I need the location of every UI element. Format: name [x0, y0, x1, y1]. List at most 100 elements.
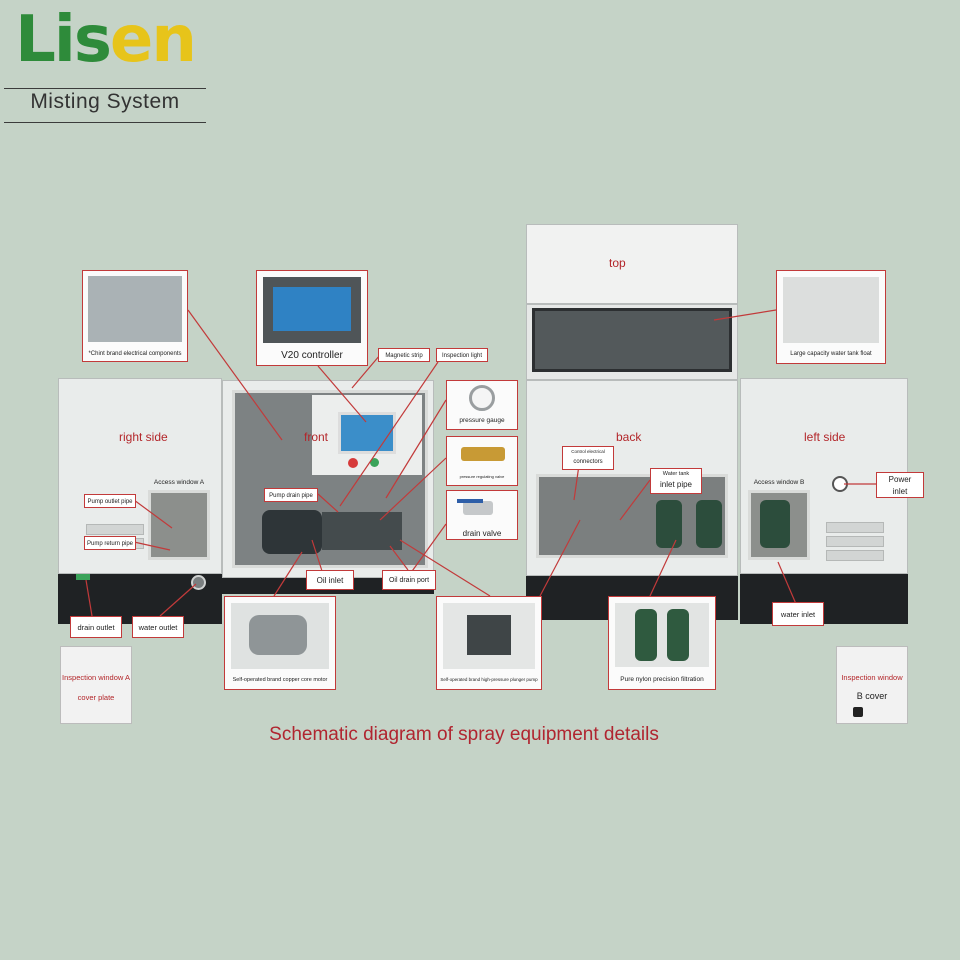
- callout-water-outlet: water outlet: [132, 616, 184, 638]
- emergency-stop-button: [348, 458, 358, 468]
- inspection-window-b-cover: Inspection window B cover: [836, 646, 908, 724]
- leader-line: [317, 493, 339, 513]
- leader-line: [317, 365, 367, 423]
- callout-pump-drain-pipe: Pump drain pipe: [264, 488, 318, 502]
- callout-water-tank-float: Large capacity water tank float: [776, 270, 886, 364]
- callout-drain-valve: drain valve: [446, 490, 518, 540]
- callout-v20-controller: V20 controller: [256, 270, 368, 366]
- access-window-a-opening: [148, 490, 210, 560]
- start-button: [370, 458, 379, 467]
- callout-pressure-gauge: pressure gauge: [446, 380, 518, 430]
- inspection-window-a-cover-plate: Inspection window A cover plate: [60, 646, 132, 724]
- logo-green-part: Lis: [15, 3, 112, 77]
- vent-slot: [826, 536, 884, 547]
- brand-logo: Lisen Misting System: [0, 0, 210, 126]
- motor-icon: [249, 615, 307, 655]
- water-tank-float-photo: [783, 277, 879, 343]
- leader-line: [187, 309, 283, 441]
- vent-slot: [826, 522, 884, 533]
- left-side-base: [740, 574, 908, 624]
- drain-valve-icon: [463, 501, 493, 515]
- plate-text: B cover: [856, 691, 888, 701]
- label-access-window-a: Access window A: [153, 479, 205, 486]
- callout-pump-return-pipe: Pump return pipe: [84, 536, 136, 550]
- callout-text: inlet: [892, 487, 908, 496]
- filter-icon: [635, 609, 657, 661]
- cover-latch-icon: [853, 707, 863, 717]
- filter-icon: [667, 609, 689, 661]
- pump-photo: [443, 603, 535, 669]
- callout-text: Self-operated brand copper core motor: [232, 677, 328, 683]
- view-label-front: front: [304, 430, 329, 444]
- vent-slot: [86, 524, 144, 535]
- plate-text: Inspection window: [841, 673, 903, 682]
- callout-control-electrical-connectors: Control electrical connectors: [562, 446, 614, 470]
- top-lid: [526, 224, 738, 304]
- motor-body: [262, 510, 322, 554]
- leader-line: [389, 545, 409, 571]
- label-access-window-b: Access window B: [753, 479, 805, 486]
- leader-line: [649, 539, 677, 597]
- plate-text: Inspection window A: [62, 673, 130, 682]
- view-label-right-side: right side: [119, 430, 168, 444]
- callout-copper-core-motor: Self-operated brand copper core motor: [224, 596, 336, 690]
- callout-water-inlet: water inlet: [772, 602, 824, 626]
- filter-housing: [696, 500, 722, 548]
- callout-text: V20 controller: [281, 350, 343, 361]
- callout-drain-outlet: drain outlet: [70, 616, 122, 638]
- filter-housing: [760, 500, 790, 548]
- view-label-back: back: [616, 430, 642, 444]
- controller-screen: [273, 287, 351, 331]
- leader-line: [133, 541, 171, 551]
- logo-rule-bottom: [4, 122, 206, 123]
- callout-text: pressure gauge: [459, 417, 505, 424]
- callout-text: Large capacity water tank float: [790, 351, 872, 357]
- leader-line: [619, 479, 651, 521]
- view-label-left-side: left side: [804, 430, 846, 444]
- leader-line: [399, 539, 491, 597]
- logo-yellow-part: en: [109, 3, 197, 77]
- pressure-gauge-icon: [469, 385, 495, 411]
- callout-pressure-regulating-valve: pressure regulating valve: [446, 436, 518, 486]
- logo-rule-top: [4, 88, 206, 89]
- callout-text: *Chint brand electrical components: [88, 351, 182, 357]
- leader-line: [339, 361, 439, 507]
- electrical-panel-photo: [88, 276, 182, 342]
- leader-line: [273, 551, 303, 597]
- callout-text: Pure nylon precision filtration: [620, 676, 704, 683]
- callout-power-inlet: Power inlet: [876, 472, 924, 498]
- leader-line: [159, 583, 197, 617]
- callout-text-small: Water tank: [662, 471, 690, 477]
- callout-text-small: Control electrical: [571, 449, 605, 454]
- callout-water-tank-inlet-pipe: Water tank inlet pipe: [650, 468, 702, 494]
- leader-line: [385, 399, 447, 499]
- callout-text: connectors: [573, 459, 603, 465]
- callout-magnetic-strip: Magnetic strip: [378, 348, 430, 362]
- callout-oil-drain-port: Oil drain port: [382, 570, 436, 590]
- leader-line: [713, 309, 777, 321]
- logo-subtitle: Misting System: [30, 90, 180, 113]
- filter-housing: [656, 500, 682, 548]
- leader-line: [133, 499, 173, 529]
- vent-slot: [826, 550, 884, 561]
- callout-precision-filtration: Pure nylon precision filtration: [608, 596, 716, 690]
- leader-line: [85, 579, 93, 617]
- controller-photo: [263, 277, 361, 343]
- pump-body: [322, 512, 402, 550]
- leader-line: [379, 457, 447, 521]
- callout-inspection-light: Inspection light: [436, 348, 488, 362]
- leader-line: [409, 523, 447, 575]
- callout-oil-inlet: Oil inlet: [306, 570, 354, 590]
- filtration-photo: [615, 603, 709, 667]
- brass-valve-icon: [461, 447, 505, 461]
- callout-text: drain valve: [462, 529, 502, 538]
- leader-line: [539, 519, 581, 597]
- drain-outlet-marker: [76, 574, 90, 580]
- touch-screen: [338, 412, 396, 454]
- plate-text: cover plate: [77, 693, 115, 702]
- callout-text: Self-operated brand high-pressure plunge…: [440, 677, 538, 682]
- valve-handle: [457, 499, 483, 503]
- diagram-caption: Schematic diagram of spray equipment det…: [269, 724, 659, 745]
- water-tank-opening: [532, 308, 732, 372]
